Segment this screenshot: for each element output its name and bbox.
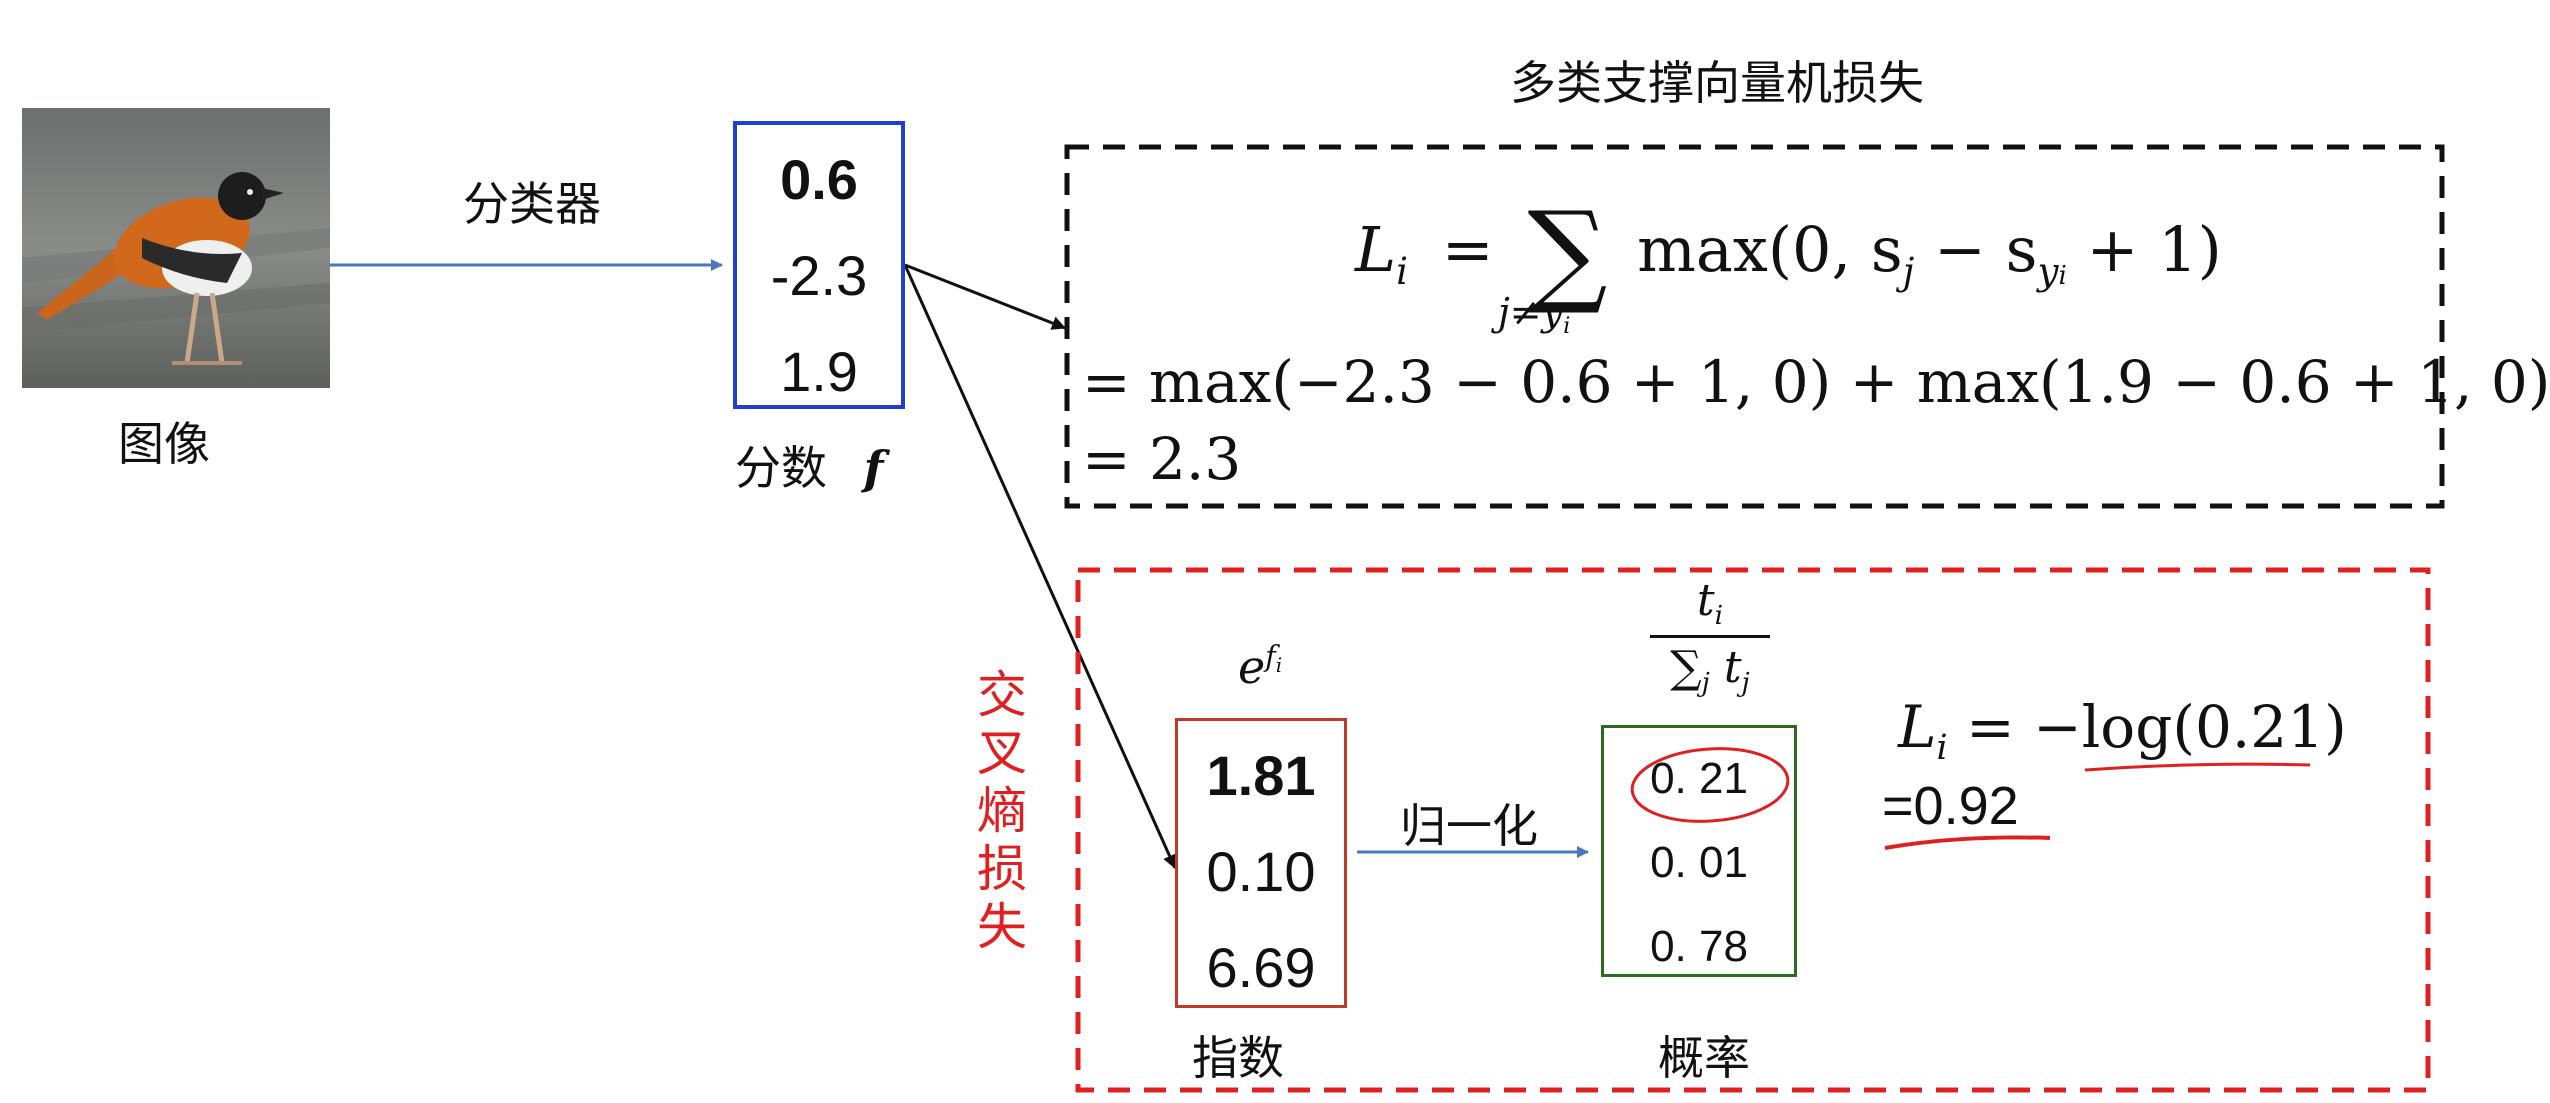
score-box: 0.6 -2.3 1.9 (733, 121, 905, 409)
prob-value-2: 0. 01 (1650, 838, 1748, 887)
prob-den-sum: ∑ (1670, 642, 1702, 694)
formula-syi-i: i (2058, 260, 2067, 291)
ce-loss-lhs-sub: i (1936, 728, 1948, 769)
prob-num-i: i (1714, 600, 1724, 632)
formula-minus: − s (1914, 212, 2038, 286)
sum-index-text: j≠y (1498, 290, 1564, 334)
svm-formula: Li = ∑ max(0, sj − syi + 1) (1355, 188, 2222, 318)
prob-value-1: 0. 21 (1650, 754, 1748, 803)
classifier-label: 分类器 (463, 177, 601, 231)
formula-sj: j (1902, 248, 1915, 293)
prob-header-numerator: ti (1650, 575, 1770, 631)
svm-line-2: = max(−2.3 − 0.6 + 1, 0) + max(1.9 − 0.6… (1082, 348, 2550, 416)
ce-loss-lhs: L (1898, 693, 1937, 761)
formula-eq: = (1441, 212, 1494, 286)
prob-den-j: j (1701, 667, 1710, 699)
score-value-2: -2.3 (770, 244, 868, 307)
fraction-bar (1650, 635, 1770, 639)
exp-box: 1.81 0.10 6.69 (1175, 718, 1347, 1008)
prob-box: 0. 21 0. 01 0. 78 (1601, 725, 1797, 977)
formula-rhs: max(0, s (1637, 212, 1903, 286)
ce-loss-formula: Li = −log(0.21) (1898, 693, 2347, 768)
score-value-1: 0.6 (780, 148, 858, 211)
ce-title: 交叉熵损失 (969, 668, 1027, 958)
scores-label-text: 分数 (735, 441, 827, 495)
scores-symbol: f (863, 441, 884, 495)
formula-tail: + 1) (2066, 212, 2222, 286)
prob-den-t: t (1723, 642, 1742, 694)
exp-header-e: e (1238, 640, 1266, 695)
prob-den-tj: j (1741, 667, 1750, 699)
ce-loss-result: =0.92 (1882, 776, 2019, 836)
sum-index: j≠yi (1498, 290, 1570, 339)
formula-lhs-sub: i (1396, 248, 1409, 293)
normalize-label: 归一化 (1400, 799, 1538, 853)
formula-syi-y: y (2037, 248, 2059, 293)
exp-header-sup: fi (1265, 640, 1282, 677)
image-label: 图像 (118, 417, 210, 471)
prob-num-t: t (1696, 575, 1715, 626)
exp-value-2: 0.10 (1206, 840, 1316, 903)
ce-loss-rhs: = −log(0.21) (1947, 693, 2347, 761)
exp-label: 指数 (1192, 1031, 1284, 1085)
prob-value-3: 0. 78 (1650, 922, 1748, 971)
scores-label: 分数 f (735, 432, 883, 498)
bird-photo-icon (22, 108, 330, 388)
sum-symbol: ∑ (1527, 188, 1608, 318)
exp-value-1: 1.81 (1206, 744, 1316, 807)
score-value-3: 1.9 (780, 340, 858, 403)
underline-result (1884, 835, 2051, 850)
exp-header-f: f (1265, 640, 1276, 673)
svm-line-3: = 2.3 (1082, 425, 1242, 493)
exp-value-3: 6.69 (1206, 936, 1316, 999)
bird-image (22, 108, 330, 388)
sum-index-sub: i (1563, 312, 1571, 339)
exp-header: efi (1238, 640, 1282, 694)
formula-syi: yi (2037, 249, 2066, 293)
exp-header-i: i (1275, 652, 1283, 677)
svm-arrow (904, 263, 1066, 330)
svm-title: 多类支撑向量机损失 (1510, 56, 1924, 110)
prob-header: ti ∑j tj (1650, 575, 1770, 698)
prob-label: 概率 (1658, 1031, 1750, 1085)
prob-header-denominator: ∑j tj (1650, 642, 1770, 698)
formula-lhs: L (1355, 212, 1397, 286)
